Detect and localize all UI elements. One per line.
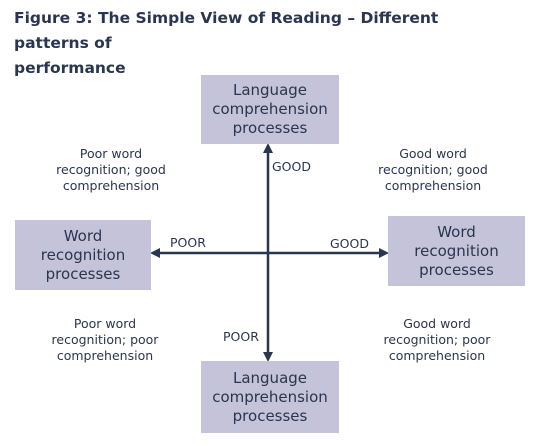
box-right-line-1: Word <box>437 222 476 241</box>
box-right-line-3: processes <box>419 260 494 279</box>
language-comprehension-box-top: Language comprehension processes <box>201 75 339 144</box>
quad-bl-line-1: Poor word <box>73 316 137 331</box>
figure-title-line-1: Figure 3: The Simple View of Reading – D… <box>14 9 439 52</box>
box-left-line-2: recognition <box>40 245 126 264</box>
quad-tr-line-1: Good word <box>399 146 467 161</box>
figure-title-line-2: performance <box>14 59 126 77</box>
quad-br-line-2: recognition; poor <box>383 332 491 347</box>
quadrant-label-top-left: Poor word recognition; good comprehensio… <box>36 146 186 194</box>
word-recognition-box-right: Word recognition processes <box>388 216 525 286</box>
box-top-line-2: comprehension <box>212 100 328 118</box>
axis-label-poor-down: POOR <box>223 329 259 344</box>
word-recognition-box-left: Word recognition processes <box>15 220 151 290</box>
axis-label-good-right: GOOD <box>330 236 369 251</box>
box-top-line-3: processes <box>232 119 308 137</box>
quad-br-line-1: Good word <box>403 316 471 331</box>
box-bottom-line-2: comprehension <box>212 387 328 406</box>
quad-tl-line-1: Poor word <box>79 146 143 161</box>
quadrant-label-top-right: Good word recognition; good comprehensio… <box>358 146 508 194</box>
language-comprehension-box-bottom: Language comprehension processes <box>201 361 339 433</box>
quad-tl-line-3: comprehension <box>62 178 160 193</box>
quad-bl-line-3: comprehension <box>56 348 154 363</box>
box-left-line-1: Word <box>63 226 103 245</box>
quad-br-line-3: comprehension <box>388 348 486 363</box>
axis-label-good-up: GOOD <box>272 159 311 174</box>
quad-tr-line-2: recognition; good <box>378 162 488 177</box>
axis-label-poor-left: POOR <box>170 235 206 250</box>
quadrant-label-bottom-left: Poor word recognition; poor comprehensio… <box>30 316 180 364</box>
box-top-line-1: Language <box>232 81 308 99</box>
box-bottom-line-1: Language <box>232 368 308 387</box>
quad-bl-line-2: recognition; poor <box>51 332 159 347</box>
box-left-line-3: processes <box>45 264 121 283</box>
box-bottom-line-3: processes <box>232 406 308 425</box>
quad-tl-line-2: recognition; good <box>56 162 166 177</box>
quad-tr-line-3: comprehension <box>384 178 482 193</box>
quadrant-label-bottom-right: Good word recognition; poor comprehensio… <box>362 316 512 364</box>
figure-title: Figure 3: The Simple View of Reading – D… <box>14 6 514 81</box>
box-right-line-2: recognition <box>414 241 499 260</box>
